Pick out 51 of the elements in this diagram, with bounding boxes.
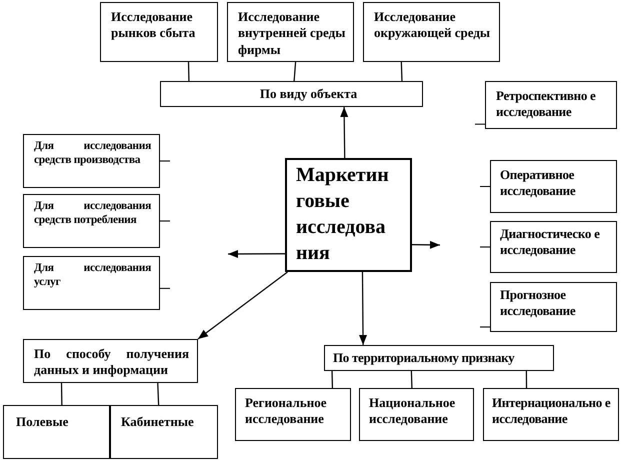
box-text: Оперативное исследование <box>500 167 576 200</box>
process-box <box>324 345 554 371</box>
connector-line <box>400 62 403 82</box>
box-text: По способу получения данных и информации <box>34 346 189 378</box>
process-box <box>23 256 160 310</box>
connector-line <box>526 371 528 388</box>
process-box <box>23 339 198 383</box>
central-box <box>285 158 412 272</box>
connector-line <box>157 382 160 406</box>
box-text: Для исследования услуг <box>34 261 151 290</box>
box-text: Исследование внутренней среды фирмы <box>238 9 346 58</box>
arrow <box>412 240 440 249</box>
box-text: Кабинетные <box>121 414 195 430</box>
box-text: Региональное исследование <box>245 395 328 428</box>
box-text: Маркетин говые исследова ния <box>296 163 390 266</box>
arrow <box>228 250 285 258</box>
process-box <box>227 2 354 62</box>
box-text: Исследование рынков сбыта <box>111 9 196 42</box>
box-text: Для исследования средств производства <box>34 139 151 168</box>
box-text: Ретроспективно е исследование <box>496 88 596 120</box>
connector-line <box>410 370 412 388</box>
process-box <box>363 2 500 62</box>
process-box <box>100 2 218 62</box>
process-box <box>3 405 110 459</box>
box-text: По виду объекта <box>258 86 358 102</box>
connector-line <box>331 370 334 388</box>
process-box <box>485 81 617 129</box>
process-box <box>490 160 617 213</box>
process-box <box>483 388 619 441</box>
box-text: Исследование окружающей среды <box>374 9 492 42</box>
box-text: Диагностическо е исследование <box>500 226 601 258</box>
box-text: Для исследования средств потребления <box>34 199 151 228</box>
process-box <box>110 405 218 459</box>
connector-line <box>188 62 190 82</box>
box-text: Полевые <box>16 414 70 430</box>
arrow <box>198 272 288 340</box>
process-box <box>359 388 474 441</box>
connector-line <box>294 62 296 82</box>
arrow <box>359 272 368 345</box>
box-text: Прогнозное исследование <box>500 287 576 320</box>
process-box <box>490 282 617 332</box>
process-box <box>23 134 160 188</box>
process-box <box>490 221 617 273</box>
process-box <box>23 194 160 248</box>
box-text: Интернационально е исследование <box>492 395 612 428</box>
connector-line <box>60 382 62 406</box>
process-box <box>160 81 423 107</box>
arrow <box>340 107 348 158</box>
box-text: По территориальному признаку <box>333 350 516 366</box>
process-box <box>235 388 351 441</box>
box-text: Национальное исследование <box>369 395 456 428</box>
